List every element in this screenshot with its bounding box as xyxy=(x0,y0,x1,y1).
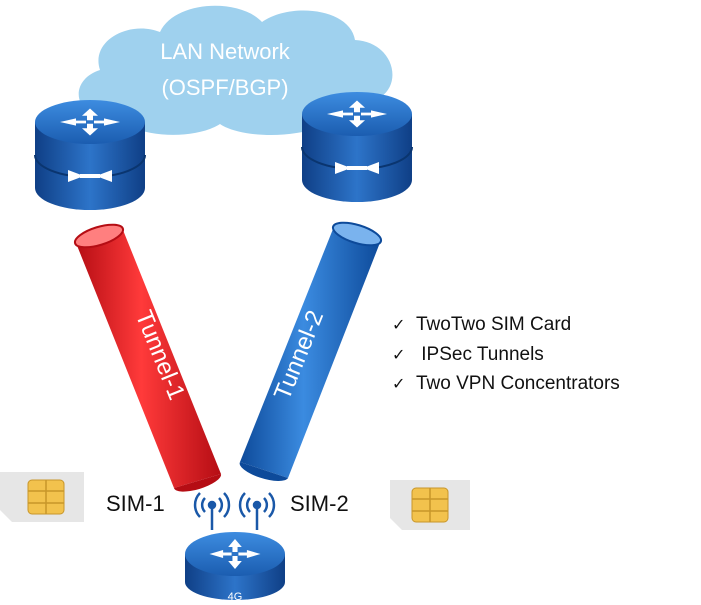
feature-label: IPSec Tunnels xyxy=(416,343,544,365)
list-item: ✓ Two VPN Concentrators xyxy=(392,369,620,399)
router-icon xyxy=(301,92,413,202)
router-4g-badge: 4G xyxy=(228,591,243,603)
checkmark-icon: ✓ xyxy=(392,374,406,393)
feature-list: ✓ TwoTwo SIM Card ✓ IPSec Tunnels ✓ Two VP… xyxy=(392,310,620,399)
list-item: ✓ IPSec Tunnels xyxy=(392,340,620,370)
sim-2-label: SIM-2 xyxy=(290,491,349,516)
feature-label: TwoTwo SIM Card xyxy=(416,314,572,335)
checkmark-icon: ✓ xyxy=(392,344,406,364)
list-item: ✓ TwoTwo SIM Card xyxy=(392,310,620,340)
wireless-signal-icon xyxy=(238,492,276,530)
sim-1-label: SIM-1 xyxy=(106,491,165,516)
wireless-signal-icon xyxy=(193,492,231,530)
checkmark-icon: ✓ xyxy=(392,315,406,334)
cloud-title: LAN Network xyxy=(160,39,291,64)
tunnel-2: Tunnel-2 xyxy=(239,221,383,481)
sim-card-icon xyxy=(0,472,84,522)
sim-card-icon xyxy=(390,480,470,530)
feature-label: Two VPN Concentrators xyxy=(416,373,620,394)
tunnel-1: Tunnel-1 xyxy=(73,223,222,492)
router-icon: 4G xyxy=(185,532,285,603)
router-icon xyxy=(34,100,146,210)
cloud-subtitle: (OSPF/BGP) xyxy=(161,75,288,100)
